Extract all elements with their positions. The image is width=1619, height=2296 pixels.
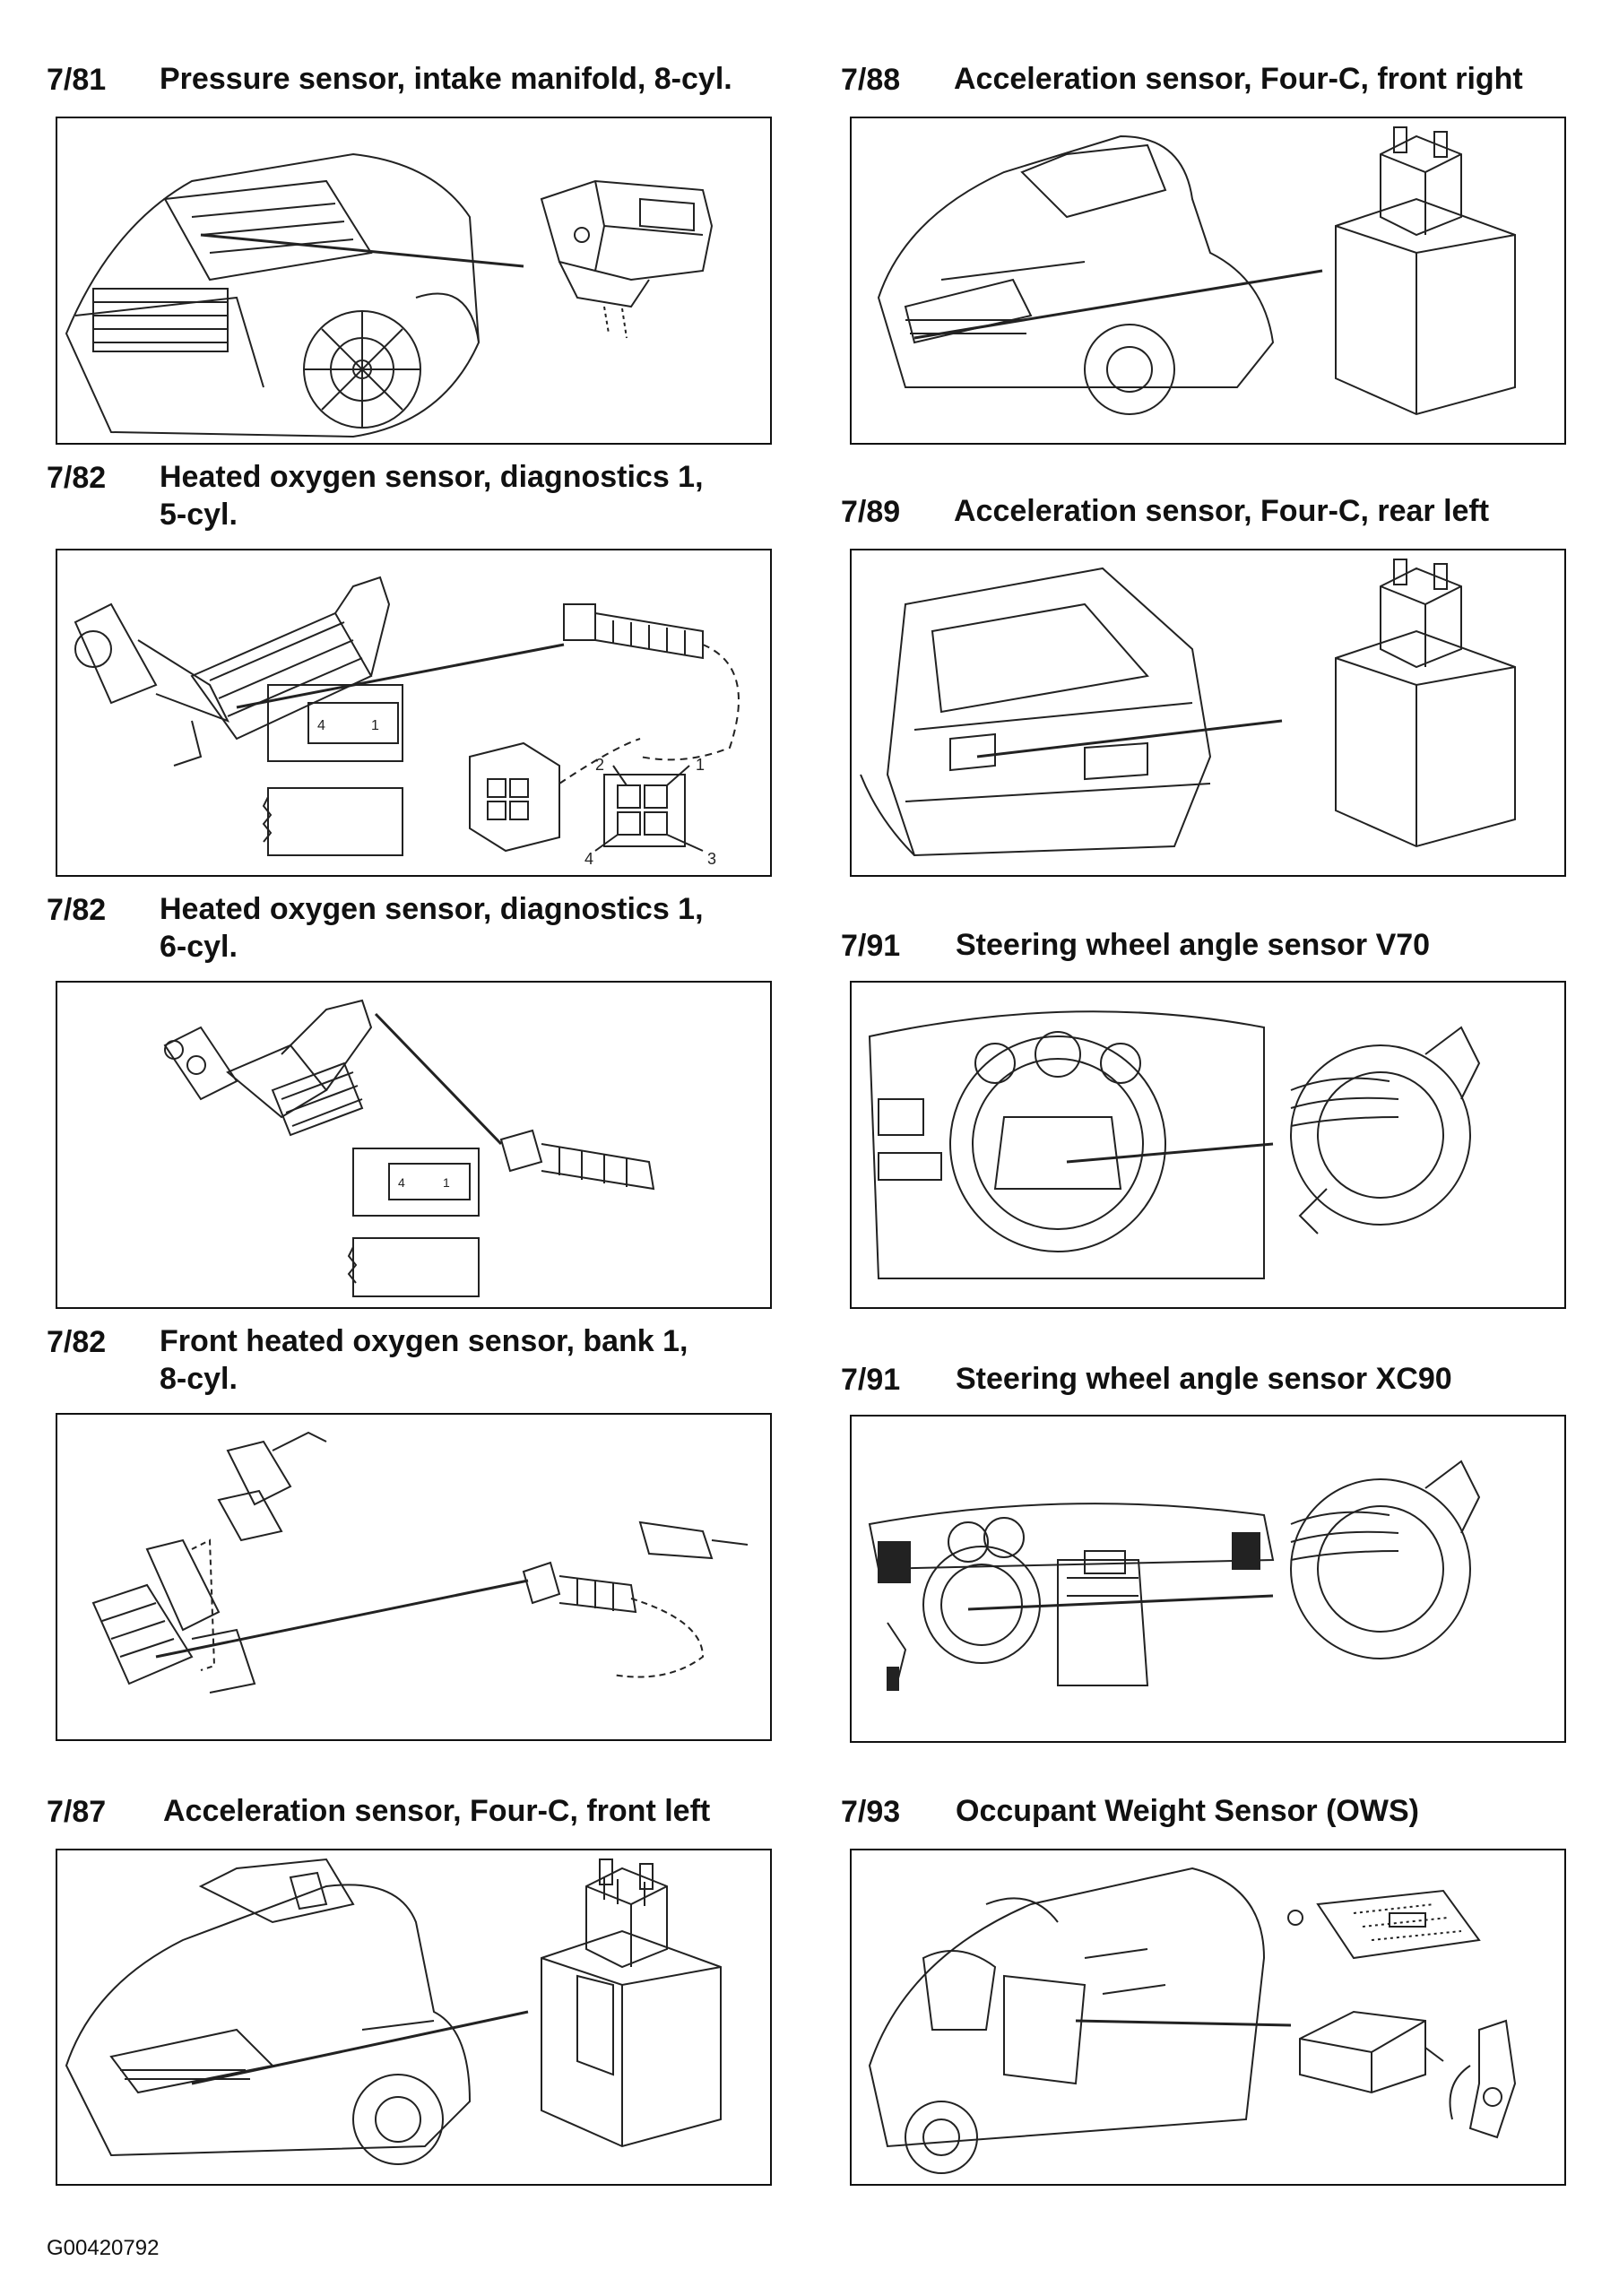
- pin-label: 4: [584, 850, 593, 868]
- pin-label: 3: [707, 850, 716, 868]
- section-title: Steering wheel angle sensor V70: [956, 928, 1431, 962]
- section-number: 7/82: [47, 1325, 107, 1359]
- section-title: Pressure sensor, intake manifold, 8-cyl.: [160, 62, 732, 96]
- steering-angle-sensor-v70-illustration: [850, 981, 1566, 1309]
- oxygen-sensor-6cyl-illustration: 4 1: [56, 981, 772, 1309]
- section-number: 7/91: [841, 929, 901, 963]
- section-title: Acceleration sensor, Four-C, front right: [954, 62, 1523, 96]
- section-title: Acceleration sensor, Four-C, front left: [163, 1794, 711, 1828]
- section-title-line-2: 5-cyl.: [160, 498, 238, 532]
- pin-label: 4: [317, 718, 325, 733]
- occupant-weight-sensor-illustration: [850, 1849, 1566, 2186]
- section-number: 7/89: [841, 495, 901, 529]
- section-number: 7/88: [841, 63, 901, 97]
- section-number: 7/81: [47, 63, 107, 97]
- section-number: 7/82: [47, 461, 107, 495]
- pin-label: 2: [595, 756, 604, 774]
- section-title-line-2: 8-cyl.: [160, 1362, 238, 1396]
- section-title-line-1: Heated oxygen sensor, diagnostics 1,: [160, 892, 704, 926]
- section-number: 7/91: [841, 1363, 901, 1397]
- front-oxygen-sensor-8cyl-illustration: [56, 1413, 772, 1741]
- pressure-sensor-illustration: [56, 117, 772, 445]
- section-number: 7/87: [47, 1795, 107, 1829]
- section-title-line-1: Front heated oxygen sensor, bank 1,: [160, 1324, 688, 1358]
- section-title: Steering wheel angle sensor XC90: [956, 1362, 1452, 1396]
- section-title: Occupant Weight Sensor (OWS): [956, 1794, 1419, 1828]
- section-title-line-1: Heated oxygen sensor, diagnostics 1,: [160, 460, 704, 494]
- section-number: 7/82: [47, 893, 107, 927]
- pin-label: 4: [398, 1175, 405, 1190]
- oxygen-sensor-5cyl-illustration: 4 1 2 1 4 3: [56, 549, 772, 877]
- figure-code: G00420792: [47, 2236, 160, 2260]
- steering-angle-sensor-xc90-illustration: [850, 1415, 1566, 1743]
- section-title-line-2: 6-cyl.: [160, 930, 238, 964]
- acceleration-sensor-front-left-illustration: [56, 1849, 772, 2186]
- section-title: Acceleration sensor, Four-C, rear left: [954, 494, 1490, 528]
- acceleration-sensor-rear-left-illustration: [850, 549, 1566, 877]
- pin-label: 1: [371, 718, 379, 733]
- section-number: 7/93: [841, 1795, 901, 1829]
- pin-label: 1: [696, 756, 705, 774]
- pin-label: 1: [443, 1175, 450, 1190]
- acceleration-sensor-front-right-illustration: [850, 117, 1566, 445]
